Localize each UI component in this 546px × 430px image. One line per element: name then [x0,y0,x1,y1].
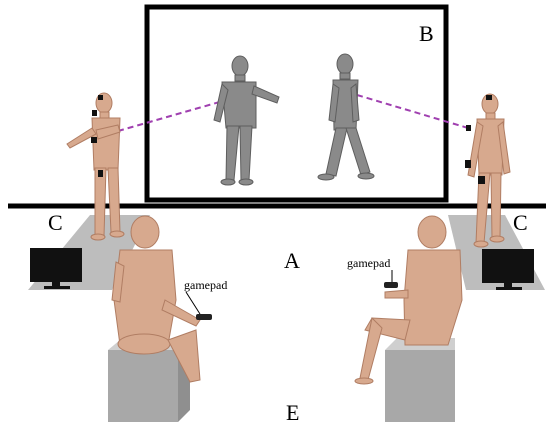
label-C-right: C [513,210,528,235]
gamepad-right [384,282,398,288]
seat-box-right [385,338,455,422]
gamepad-left [196,314,212,320]
display-frame [147,7,446,200]
label-gamepad-left: gamepad [184,278,227,292]
gamepad-callout-left [186,292,200,314]
label-gamepad-right: gamepad [347,256,390,270]
label-B: B [419,21,434,46]
label-A: A [284,248,300,273]
label-E: E [286,400,299,425]
label-C-left: C [48,210,63,235]
